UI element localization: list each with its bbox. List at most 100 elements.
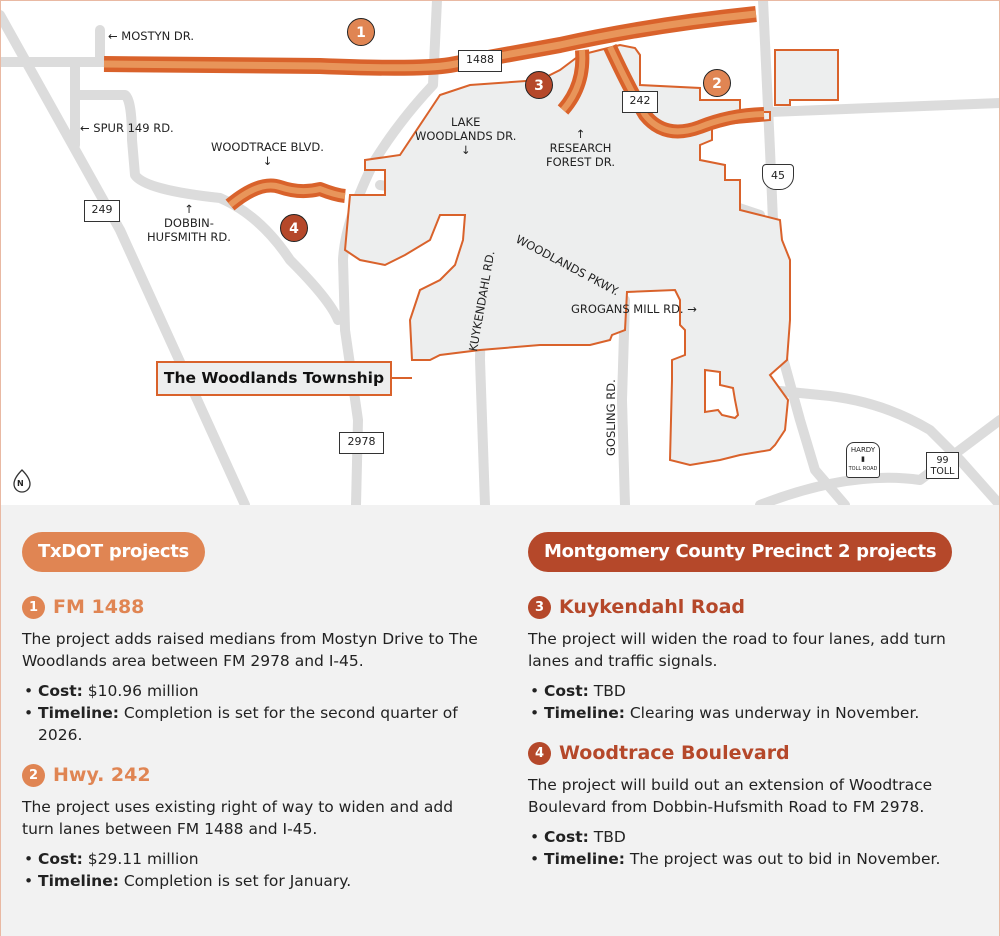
cost-label: Cost: [38,682,83,700]
mostyn-label: ← MOSTYN DR. [108,29,194,43]
mostyn-text: MOSTYN DR. [121,29,194,43]
woodtrace-text: WOODTRACE BLVD. [211,140,324,154]
project-description: The project will widen the road to four … [528,630,946,670]
shield-99-text: 99 [936,455,949,466]
shield-1488: 1488 [458,50,502,72]
pin-1[interactable]: 1 [347,18,375,46]
project-details: Cost: $29.11 million Timeline: Completio… [22,848,482,892]
project-timeline: Timeline: Completion is set for the seco… [22,702,482,746]
hardy-toll-text: TOLL ROAD [848,466,878,472]
research-forest-text: RESEARCH FOREST DR. [546,141,615,169]
cost-value: TBD [588,828,626,846]
woodtrace-label: WOODTRACE BLVD.↓ [211,140,324,168]
project-name: Hwy. 242 [53,764,151,786]
project-cost: Cost: $29.11 million [22,848,482,870]
north-label: N [17,479,24,488]
project-woodtrace-inner [228,182,346,208]
cost-label: Cost: [544,828,589,846]
research-forest-label: ↑ RESEARCH FOREST DR. [546,127,615,169]
project-description: The project will build out an extension … [528,776,933,816]
project-kuykendahl: 3 Kuykendahl Road The project will widen … [528,592,978,724]
timeline-label: Timeline: [38,872,119,890]
txdot-pill: TxDOT projects [22,532,205,572]
cost-value: $29.11 million [82,850,199,868]
project-number: 2 [22,763,45,787]
project-cost: Cost: $10.96 million [22,680,482,702]
timeline-label: Timeline: [38,704,119,722]
spur149-label: ← SPUR 149 RD. [80,121,174,135]
hardy-text: HARDY [850,446,876,454]
lake-woodlands-text: LAKE WOODLANDS DR. [415,115,517,143]
project-number: 1 [22,595,45,619]
road-i45 [758,0,850,510]
pin-3[interactable]: 3 [525,71,553,99]
township-parcel [774,49,839,106]
timeline-label: Timeline: [544,850,625,868]
cost-label: Cost: [544,682,589,700]
county-pill: Montgomery County Precinct 2 projects [528,532,953,572]
project-timeline: Timeline: Clearing was underway in Novem… [528,702,978,724]
project-cost: Cost: TBD [528,826,978,848]
project-details: Cost: $10.96 million Timeline: Completio… [22,680,482,746]
project-heading: 2 Hwy. 242 [22,760,482,790]
pin-4[interactable]: 4 [280,214,308,242]
project-description: The project uses existing right of way t… [22,798,454,838]
map: ← MOSTYN DR. ← SPUR 149 RD. WOODTRACE BL… [0,0,1000,510]
road-gosling [617,295,630,510]
township-label: The Woodlands Township [156,361,392,396]
project-roads [103,6,765,211]
project-fm1488: 1 FM 1488 The project adds raised medians… [22,592,482,746]
dobbin-label: ↑ DOBBIN- HUFSMITH RD. [147,202,231,244]
project-number: 3 [528,595,551,619]
project-name: Kuykendahl Road [559,596,746,618]
dobbin-text: DOBBIN- HUFSMITH RD. [147,216,231,244]
shield-2978: 2978 [339,432,384,454]
road-242-east [765,98,1000,117]
timeline-label: Timeline: [544,704,625,722]
project-cost: Cost: TBD [528,680,978,702]
shield-toll-text: TOLL [930,466,955,477]
timeline-value: Clearing was underway in November. [624,704,920,722]
project-woodtrace: 4 Woodtrace Boulevard The project will bu… [528,738,978,870]
cost-value: TBD [588,682,626,700]
project-fm1488-inner [103,10,757,72]
pin-2[interactable]: 2 [703,69,731,97]
project-242-inner [607,45,765,135]
hardy-toll-shield: HARDY▮TOLL ROAD [846,442,880,478]
projects-panel: TxDOT projects 1 FM 1488 The project adds… [1,505,999,936]
project-heading: 3 Kuykendahl Road [528,592,978,622]
project-heading: 1 FM 1488 [22,592,482,622]
project-timeline: Timeline: The project was out to bid in … [528,848,978,870]
road-249 [0,10,250,510]
project-number: 4 [528,741,551,765]
project-hwy242: 2 Hwy. 242 The project uses existing righ… [22,760,482,892]
north-icon [13,469,31,493]
grogans-text: GROGANS MILL RD. [571,302,684,316]
project-details: Cost: TBD Timeline: Clearing was underwa… [528,680,978,724]
project-name: Woodtrace Boulevard [559,742,790,764]
road-99 [755,415,1000,510]
cost-value: $10.96 million [82,682,199,700]
township-hole [704,368,740,420]
timeline-value: Completion is set for January. [118,872,352,890]
road-dobbin [75,90,343,325]
lake-woodlands-label: LAKE WOODLANDS DR. ↓ [415,115,517,157]
shield-i45: 45 [762,164,794,190]
cost-label: Cost: [38,850,83,868]
project-description: The project adds raised medians from Mos… [22,630,478,670]
project-details: Cost: TBD Timeline: The project was out … [528,826,978,870]
map-base [0,0,1000,510]
shield-242: 242 [622,91,658,113]
project-timeline: Timeline: Completion is set for January. [22,870,482,892]
project-heading: 4 Woodtrace Boulevard [528,738,978,768]
timeline-value: The project was out to bid in November. [624,850,941,868]
project-kuykendahl-inner [560,49,586,112]
grogans-label: GROGANS MILL RD. → [571,302,697,316]
shield-249: 249 [84,200,120,222]
txdot-column: TxDOT projects 1 FM 1488 The project adds… [22,532,482,892]
timeline-value: Completion is set for the second quarter… [38,704,458,744]
project-name: FM 1488 [53,596,145,618]
